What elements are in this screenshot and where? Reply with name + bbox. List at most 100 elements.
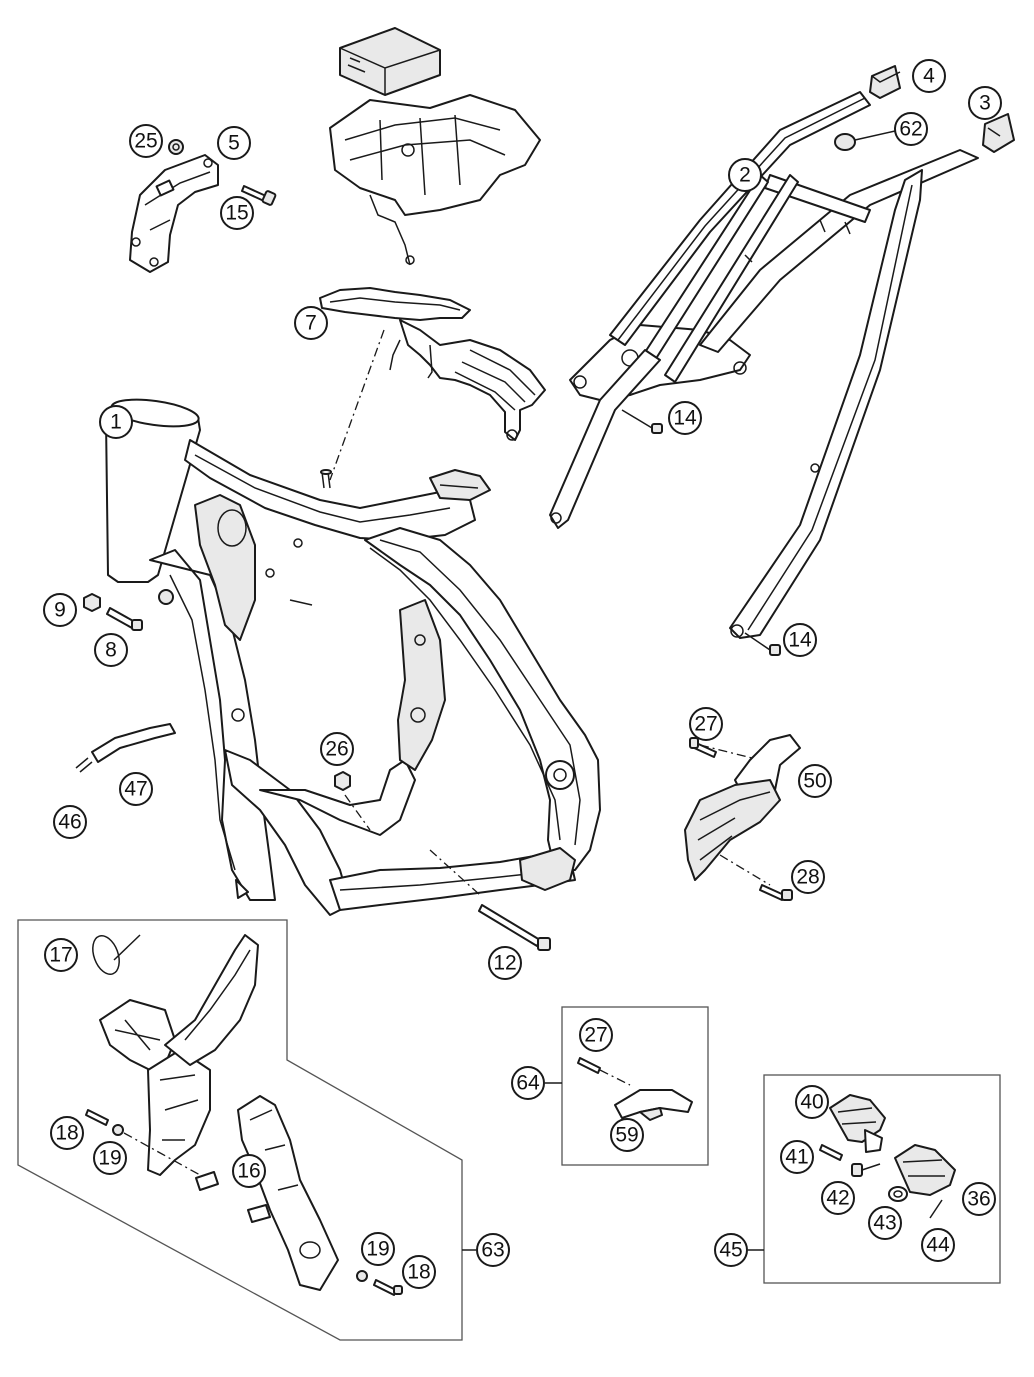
svg-text:62: 62 [899, 118, 922, 141]
zip-tie-17-icon [92, 934, 141, 975]
svg-text:26: 26 [325, 738, 348, 761]
callout-44: 44 [921, 1228, 955, 1262]
bracket-7-icon [319, 287, 546, 441]
callout-43: 43 [868, 1206, 902, 1240]
svg-text:42: 42 [826, 1187, 849, 1210]
callout-64: 64 [511, 1066, 545, 1100]
callout-27b: 27 [579, 1018, 613, 1052]
footrest-36-icon [894, 1144, 956, 1196]
svg-text:36: 36 [967, 1188, 990, 1211]
svg-text:28: 28 [796, 866, 819, 889]
bolt-18b-icon [373, 1279, 403, 1296]
svg-text:1: 1 [110, 411, 122, 434]
svg-text:4: 4 [923, 65, 935, 88]
guide-59-icon [614, 1089, 693, 1121]
svg-text:18: 18 [55, 1122, 78, 1145]
svg-text:40: 40 [800, 1091, 823, 1114]
bolt-27b-icon [577, 1057, 631, 1086]
washer-43-icon [888, 1186, 908, 1202]
callout-63: 63 [476, 1233, 510, 1267]
electronics-holder-icon [329, 27, 541, 266]
callout-3: 3 [968, 86, 1002, 120]
bolt-28-icon [759, 884, 793, 901]
svg-text:3: 3 [979, 92, 991, 115]
callout-18b: 18 [402, 1255, 436, 1289]
washer-19a-icon [112, 1124, 201, 1176]
cap-3-icon [982, 113, 1015, 153]
bolt-14b-icon [744, 632, 781, 656]
callout-16: 16 [232, 1154, 266, 1188]
washer-19b-icon [356, 1270, 368, 1282]
callout-17: 17 [44, 938, 78, 972]
callout-46: 46 [53, 805, 87, 839]
callout-12: 12 [488, 946, 522, 980]
svg-text:47: 47 [124, 778, 147, 801]
nut-9-icon [83, 593, 101, 612]
svg-text:2: 2 [739, 164, 751, 187]
svg-text:14: 14 [788, 629, 812, 652]
pin-41-icon [819, 1144, 843, 1161]
callout-8: 8 [94, 633, 128, 667]
svg-text:15: 15 [225, 202, 248, 225]
callout-14a: 14 [668, 401, 702, 435]
svg-text:17: 17 [49, 944, 72, 967]
svg-text:27: 27 [584, 1024, 607, 1047]
callout-36: 36 [962, 1182, 996, 1216]
spacer-16a-icon [195, 1171, 271, 1223]
callout-27a: 27 [689, 707, 723, 741]
bolt-14a-icon [621, 409, 663, 434]
callout-25: 25 [129, 124, 163, 158]
callout-2: 2 [728, 158, 762, 192]
svg-text:41: 41 [785, 1146, 808, 1169]
footrest-40-icon [829, 1094, 886, 1153]
svg-text:19: 19 [98, 1147, 121, 1170]
svg-text:46: 46 [58, 811, 81, 834]
bushing-62-icon [834, 133, 856, 151]
callout-45: 45 [714, 1233, 748, 1267]
svg-text:59: 59 [615, 1124, 638, 1147]
bolt-27a-icon [689, 737, 717, 758]
callout-40: 40 [795, 1085, 829, 1119]
callout-19a: 19 [93, 1141, 127, 1175]
callout-47: 47 [119, 772, 153, 806]
bolt-18a-icon [85, 1109, 109, 1126]
callout-62: 62 [894, 112, 928, 146]
chain-guide-50-icon [684, 734, 801, 886]
callout-1: 1 [99, 405, 133, 439]
box-64 [561, 1006, 709, 1166]
callout-5: 5 [217, 126, 251, 160]
frame-protector-16-icon [237, 1095, 339, 1291]
nut-26-icon [334, 771, 371, 831]
cap-4-icon [869, 65, 901, 99]
svg-text:43: 43 [873, 1212, 896, 1235]
svg-text:44: 44 [926, 1234, 950, 1257]
box-45 [763, 1074, 1001, 1284]
svg-text:19: 19 [366, 1238, 389, 1261]
callout-15: 15 [220, 196, 254, 230]
callout-18a: 18 [50, 1116, 84, 1150]
callout-41: 41 [780, 1140, 814, 1174]
bolt-15-icon [241, 185, 277, 206]
svg-text:7: 7 [305, 312, 317, 335]
leader-62 [854, 130, 896, 141]
callout-7: 7 [294, 306, 328, 340]
bracket-5-icon [129, 154, 219, 273]
hose-47-icon [91, 723, 176, 763]
callout-19b: 19 [361, 1232, 395, 1266]
svg-text:50: 50 [803, 770, 826, 793]
spring-42-icon [851, 1163, 881, 1177]
svg-text:25: 25 [134, 130, 157, 153]
subframe-icon [549, 91, 979, 639]
svg-text:12: 12 [493, 952, 516, 975]
svg-text:5: 5 [228, 132, 240, 155]
svg-text:8: 8 [105, 639, 117, 662]
svg-text:27: 27 [694, 713, 717, 736]
bolt-12-icon [429, 849, 551, 951]
cotter-pin-44-icon [929, 1199, 943, 1219]
callout-4: 4 [912, 59, 946, 93]
svg-text:63: 63 [481, 1239, 504, 1262]
callout-50: 50 [798, 764, 832, 798]
bolt-8-icon [106, 607, 143, 631]
svg-text:9: 9 [54, 599, 66, 622]
callout-42: 42 [821, 1181, 855, 1215]
